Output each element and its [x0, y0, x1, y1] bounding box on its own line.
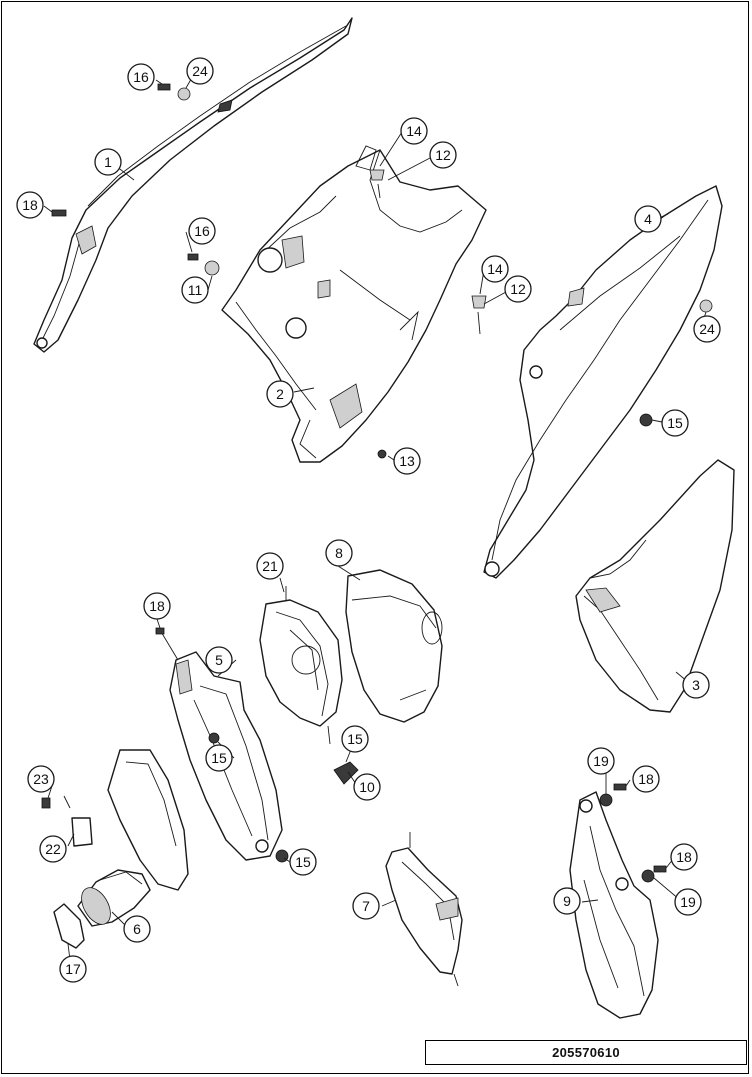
callout-15-filter: 15: [341, 725, 369, 753]
svg-text:5: 5: [215, 652, 223, 668]
svg-text:12: 12: [510, 281, 526, 297]
callout-18-middle: 18: [143, 592, 171, 620]
callout-10: 10: [353, 773, 381, 801]
svg-text:18: 18: [638, 771, 654, 787]
svg-text:24: 24: [192, 63, 208, 79]
svg-text:22: 22: [45, 841, 61, 857]
callout-21: 21: [256, 552, 284, 580]
callout-13: 13: [393, 447, 421, 475]
callout-12-top: 12: [429, 141, 457, 169]
hardware-fasteners: [41, 83, 713, 883]
part-3-side-cover: [575, 459, 735, 713]
callout-15-right: 15: [661, 409, 689, 437]
callout-19-upper: 19: [587, 747, 615, 775]
svg-text:16: 16: [133, 69, 149, 85]
part-4-side-panel: [483, 185, 723, 579]
callout-16-middle: 16: [188, 217, 216, 245]
callout-2: 2: [266, 380, 294, 408]
callout-11: 11: [181, 276, 209, 304]
svg-text:19: 19: [593, 753, 609, 769]
callout-22: 22: [39, 835, 67, 863]
svg-text:23: 23: [33, 771, 49, 787]
callout-14-top: 14: [400, 117, 428, 145]
svg-text:14: 14: [406, 123, 422, 139]
svg-text:6: 6: [133, 921, 141, 937]
svg-text:16: 16: [194, 223, 210, 239]
document-number: 205570610: [552, 1045, 620, 1060]
callout-19-lower: 19: [674, 888, 702, 916]
svg-text:18: 18: [149, 598, 165, 614]
callout-18-left: 18: [16, 191, 44, 219]
svg-text:15: 15: [347, 731, 363, 747]
svg-text:15: 15: [295, 854, 311, 870]
callout-4: 4: [634, 205, 662, 233]
svg-text:2: 2: [276, 386, 284, 402]
callout-1: 1: [94, 148, 122, 176]
part-8-air-filter: [345, 569, 443, 723]
callout-3: 3: [682, 671, 710, 699]
callout-8: 8: [325, 539, 353, 567]
callout-9: 9: [553, 887, 581, 915]
callout-24-top: 24: [186, 57, 214, 85]
callout-18-lower-right: 18: [670, 843, 698, 871]
callout-6: 6: [123, 915, 151, 943]
callout-14-right: 14: [481, 255, 509, 283]
svg-text:1: 1: [104, 154, 112, 170]
callout-12-right: 12: [504, 275, 532, 303]
svg-text:15: 15: [667, 415, 683, 431]
svg-text:3: 3: [692, 677, 700, 693]
callout-15-lower: 15: [289, 848, 317, 876]
part-21-filter-cage: [259, 586, 343, 745]
callout-17: 17: [59, 955, 87, 983]
callout-24-right: 24: [693, 315, 721, 343]
callout-15-frame: 15: [205, 744, 233, 772]
part-9-heat-shield: [569, 791, 659, 1019]
document-number-box: 205570610: [425, 1040, 747, 1065]
svg-text:12: 12: [435, 147, 451, 163]
callout-7: 7: [352, 892, 380, 920]
part-6-intake-boot: [53, 749, 189, 949]
part-1-spoiler: [33, 17, 353, 353]
svg-text:8: 8: [335, 545, 343, 561]
callout-5: 5: [205, 646, 233, 674]
callout-18-upper-right: 18: [632, 765, 660, 793]
svg-text:15: 15: [211, 750, 227, 766]
svg-text:19: 19: [680, 894, 696, 910]
svg-text:24: 24: [699, 321, 715, 337]
callout-23: 23: [27, 765, 55, 793]
svg-text:21: 21: [262, 558, 278, 574]
svg-text:9: 9: [563, 893, 571, 909]
svg-text:11: 11: [188, 282, 203, 298]
svg-text:18: 18: [22, 197, 38, 213]
svg-text:17: 17: [65, 961, 81, 977]
svg-text:4: 4: [644, 211, 652, 227]
callout-bubbles: 1 2 3 4 5 6 7 8 9 10 11 12 12 13 14 14 1…: [16, 57, 721, 983]
svg-text:18: 18: [676, 849, 692, 865]
part-2-filter-box: [221, 145, 487, 463]
svg-text:14: 14: [487, 261, 503, 277]
svg-text:7: 7: [362, 898, 370, 914]
part-7-intake-duct: [385, 832, 463, 987]
svg-text:10: 10: [359, 779, 375, 795]
callout-16-top: 16: [127, 63, 155, 91]
svg-text:13: 13: [399, 453, 415, 469]
